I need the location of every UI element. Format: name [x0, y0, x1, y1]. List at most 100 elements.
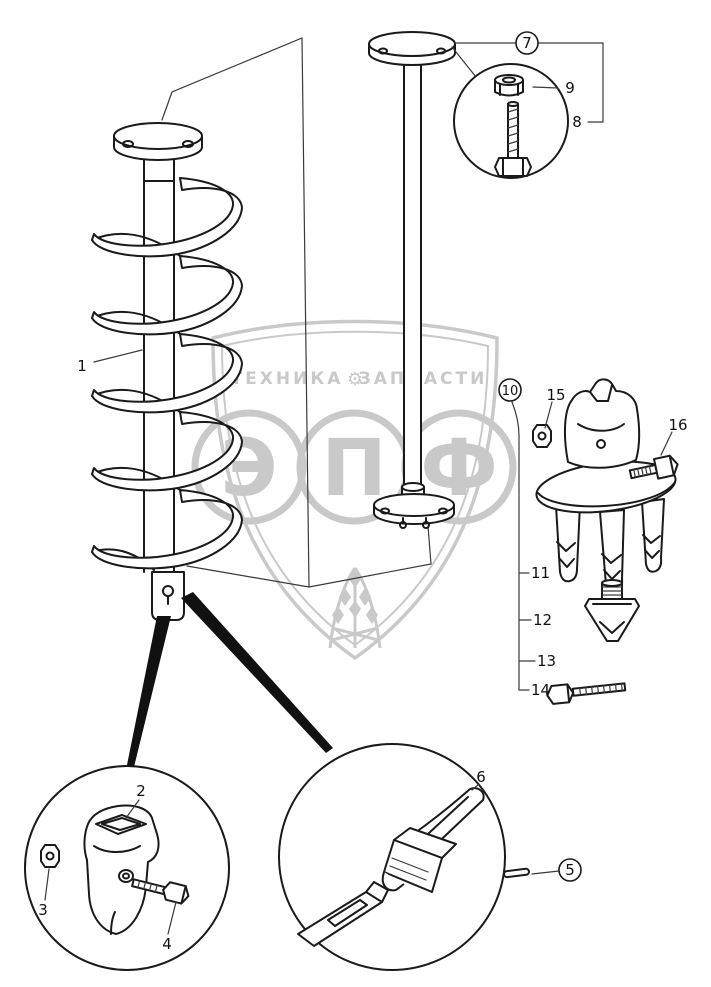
cone-detail — [592, 603, 632, 634]
detail-7-bracket — [537, 42, 604, 123]
boss-detail-curve — [577, 423, 625, 432]
watermark-brand-right: ЗАПЧАСТИ — [359, 369, 488, 389]
label-3-leader — [44, 868, 50, 901]
detail-circle-7 — [453, 63, 569, 179]
nut-hole — [502, 76, 516, 84]
fork-plate — [297, 881, 389, 947]
bolt-head — [653, 454, 679, 480]
small-nut-15 — [532, 424, 552, 448]
clamp-hatching — [389, 857, 429, 881]
holder-bolt-hole — [118, 869, 134, 883]
bolt-threads — [633, 465, 652, 478]
shaft-lower-flange — [373, 493, 455, 517]
boss-hole — [596, 439, 606, 449]
tooth-chevrons — [642, 534, 661, 559]
label-4-leader — [167, 901, 177, 935]
projection-lines — [161, 37, 432, 588]
part-label-10-circle — [498, 378, 522, 402]
shield-outline-outer — [211, 319, 499, 661]
auger-flange-top — [113, 122, 203, 150]
monogram-letter-1: Э — [220, 424, 277, 514]
auger-flight — [91, 333, 243, 414]
bolt-14 — [546, 682, 627, 705]
flange-bolt-hole — [378, 47, 388, 55]
shaft-flange-top — [368, 31, 456, 57]
label-1-leader — [93, 349, 143, 363]
monogram-letter-2: П — [321, 424, 386, 514]
flange-bolt-hole — [380, 507, 390, 515]
part-label-15: 15 — [546, 386, 565, 404]
label-2-leader — [125, 799, 140, 819]
auger-helix-rear-arcs — [91, 233, 181, 571]
bolt-threads — [579, 683, 623, 696]
gear-icon: ⚙ — [347, 369, 363, 390]
side-bolt-16 — [628, 454, 679, 480]
watermark-brand-left: ТЕХНИКА — [231, 369, 344, 389]
flange-bolt-hole — [436, 47, 446, 55]
nut-facets — [499, 83, 519, 96]
bolt-head — [494, 157, 532, 177]
holder-bottom-slit — [110, 911, 116, 935]
holder-pocket-line — [93, 845, 141, 853]
wedge-leader-right — [181, 592, 333, 753]
part-label-8: 8 — [572, 113, 582, 131]
nut-top — [494, 74, 524, 86]
boss-slot — [589, 384, 613, 402]
shaft-tube — [403, 55, 422, 499]
tooth-cone — [555, 503, 581, 583]
auger-assembly — [91, 122, 243, 621]
boss-body — [563, 378, 641, 469]
auger-shaft — [143, 159, 175, 573]
cone-tooth-12 — [584, 579, 640, 642]
bolt-4 — [131, 878, 190, 905]
part-label-3: 3 — [38, 901, 48, 919]
flange-bolt-hole — [122, 140, 134, 148]
wedge-leader-left — [127, 616, 171, 767]
pilot-tooth — [641, 498, 665, 573]
part-label-9: 9 — [565, 79, 575, 97]
shaft-tube-fill — [404, 56, 421, 498]
fork-slot — [327, 891, 383, 927]
holder-bolt-hole-inner — [122, 872, 130, 880]
part-label-11: 11 — [531, 564, 550, 582]
part-label-5: 5 — [565, 861, 575, 879]
part-label-10: 10 — [502, 384, 519, 399]
label-6-leader — [471, 783, 480, 791]
label-16-leader — [660, 431, 673, 456]
part-label-5-circle — [558, 858, 582, 882]
holder-socket-opening — [95, 814, 147, 835]
auger-flight — [91, 411, 243, 492]
detail-circle-outline — [453, 63, 569, 179]
bolt-head-facets — [502, 157, 524, 177]
head-boss — [563, 378, 641, 469]
part-label-14: 14 — [531, 681, 550, 699]
part-label-2: 2 — [136, 782, 146, 800]
flange-bolt-end — [399, 521, 407, 529]
part-label-7-circle — [515, 31, 539, 55]
part-label-6: 6 — [476, 768, 486, 786]
wheat-emblem — [328, 567, 382, 649]
nut-hole — [537, 431, 547, 441]
wheat-band — [331, 626, 379, 642]
part-label-16: 16 — [668, 416, 687, 434]
part-label-13: 13 — [537, 652, 556, 670]
bolt-head-facet — [180, 885, 187, 905]
tooth-holder-body — [83, 804, 160, 935]
part-label-4: 4 — [162, 935, 172, 953]
collar-top — [401, 482, 425, 492]
label-15-leader — [544, 401, 553, 429]
head-disc-rim — [537, 481, 676, 508]
bolt-threads — [507, 108, 519, 153]
flange-bolt-hole — [182, 140, 194, 148]
cone-body — [584, 598, 640, 642]
bolt-part-8 — [494, 101, 532, 177]
group-10-callout-line — [511, 401, 536, 691]
bolt-threads — [137, 880, 158, 893]
watermark-shield: ТЕХНИКА ⚙ ЗАПЧАСТИ Э П Ф — [191, 319, 517, 661]
pin-5 — [503, 867, 530, 879]
part-label-12: 12 — [533, 611, 552, 629]
auger-flight — [91, 489, 243, 570]
nut-hole — [45, 851, 55, 861]
detail-7-leader — [451, 42, 516, 78]
